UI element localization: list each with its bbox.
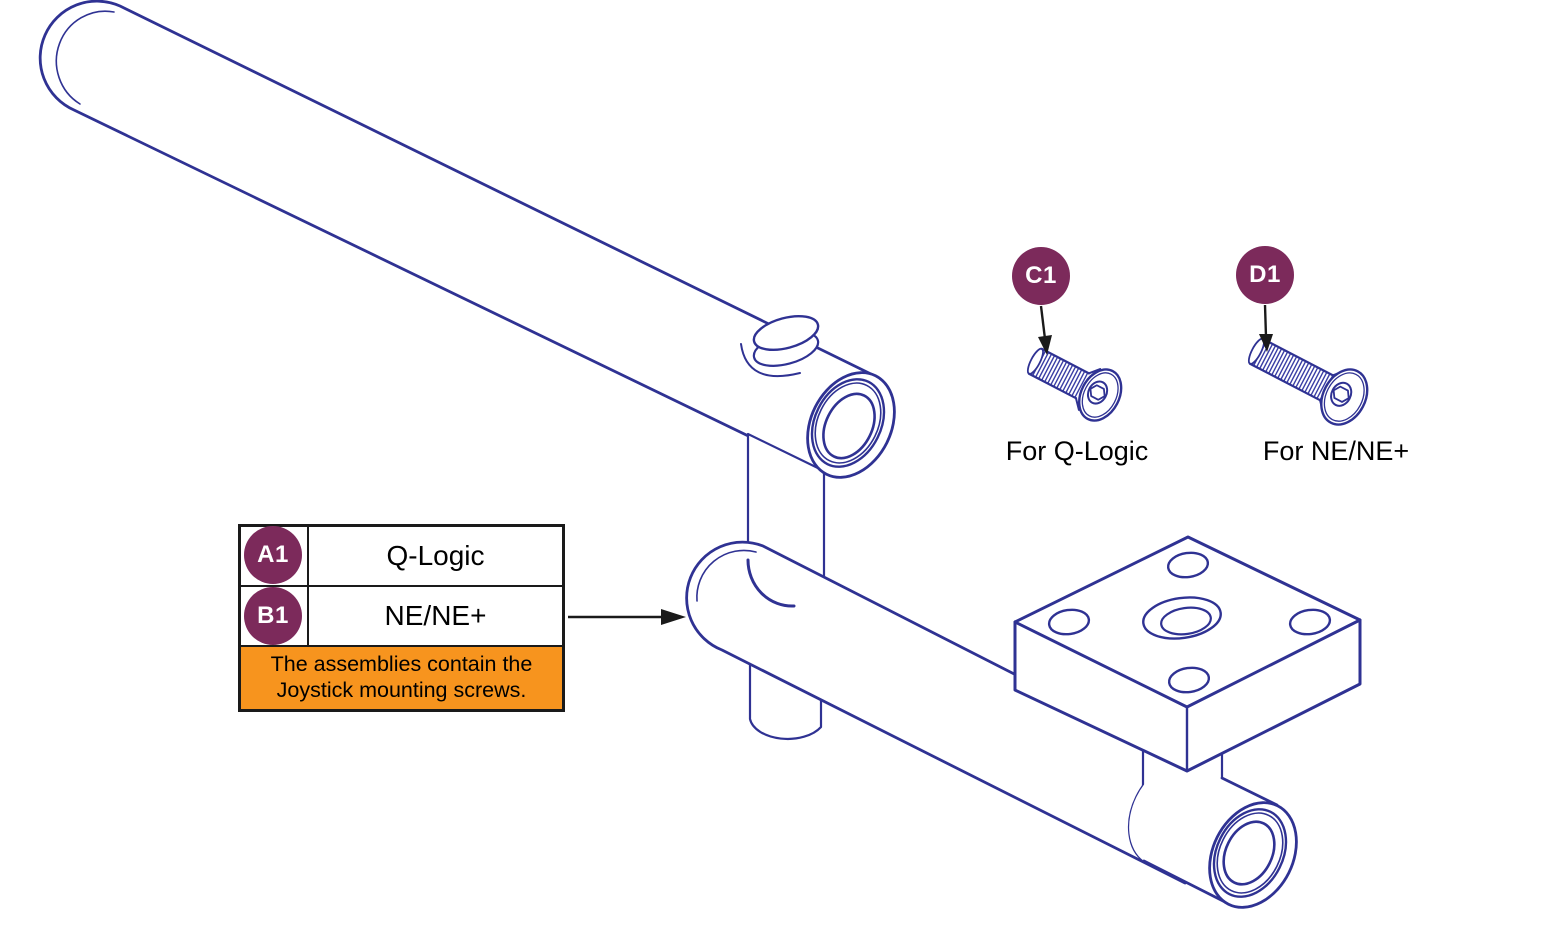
note-line-2: Joystick mounting screws. <box>276 678 527 702</box>
badge-cell <box>241 587 309 645</box>
table-row: Q-Logic <box>241 527 562 587</box>
horizontal-arm-drawing <box>685 540 1232 885</box>
callout-badge-b1: B1 <box>244 587 302 645</box>
screw-d1-drawing <box>1247 337 1369 426</box>
note-line-1: The assemblies contain the <box>270 652 533 677</box>
handle-tube-drawing <box>38 0 892 477</box>
d1-pointer-arrow <box>1259 304 1273 352</box>
assembly-label-a1: Q-Logic <box>386 540 485 571</box>
callout-badge-c1: C1 <box>1012 247 1070 305</box>
screw-caption-d1: For NE/NE+ <box>1262 436 1410 466</box>
annotation-arrows <box>568 304 1273 625</box>
table-row: NE/NE+ <box>241 587 562 647</box>
callout-badge-a1: A1 <box>244 526 302 584</box>
badge-cell <box>241 527 309 585</box>
mounting-plate-drawing <box>1013 535 1362 773</box>
clamp-boss-drawing <box>740 314 820 377</box>
assembly-note: The assemblies contain the Joystick moun… <box>241 647 562 709</box>
screw-caption-c1: For Q-Logic <box>1005 436 1149 466</box>
callout-badge-d1: D1 <box>1236 246 1294 304</box>
c1-pointer-arrow <box>1038 305 1052 355</box>
screw-c1-drawing <box>1026 347 1123 422</box>
bottom-clamp-drawing <box>1129 761 1298 909</box>
table-pointer-arrow <box>568 609 686 625</box>
handle-clamp-end-drawing <box>806 371 896 479</box>
assembly-label-b1: NE/NE+ <box>384 600 487 631</box>
